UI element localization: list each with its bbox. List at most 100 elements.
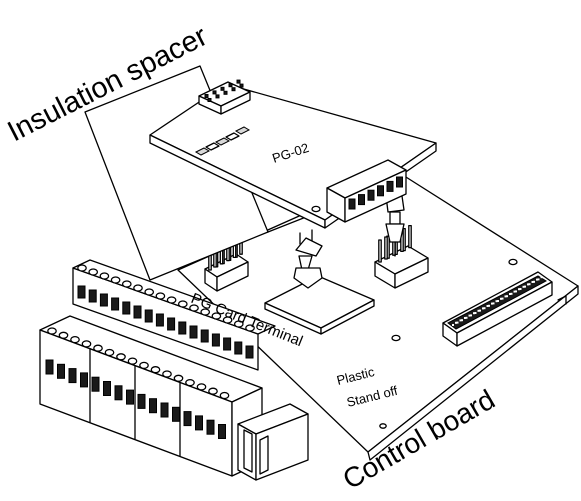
terminal-blocks [39,259,276,477]
smd-component [234,126,251,135]
pg-header-pin [204,94,209,98]
terminal-slot [211,333,220,347]
terminal-slot [195,415,203,431]
connector-pin [522,285,525,288]
socket-pin [408,224,412,249]
terminal-slot [172,406,180,422]
terminal-slot [234,341,243,355]
terminal-slot [80,372,88,388]
connector-pin [518,288,520,291]
rj-connector [237,403,309,481]
terminal-slot [114,385,123,401]
pg-header-pin [223,90,228,95]
connector-pin [533,280,535,283]
connector-pin [500,297,502,300]
terminal-screw [177,300,188,308]
terminal-screw [47,327,57,335]
terminal-slot [88,289,97,303]
terminal-screw [222,316,233,324]
pg-connector-slot [386,180,394,192]
terminal-screw [150,366,161,374]
terminal-screw [162,370,172,378]
pg-connector-slot [367,189,375,201]
connector-pin [510,292,513,295]
connector-pin [455,321,457,324]
terminal-screw [144,288,155,296]
terminal-slot [99,293,108,307]
pg-connector-slot [358,194,365,206]
connector-pin [470,314,472,317]
terminal-slot [137,393,146,409]
pg-connector-slot [396,176,403,188]
terminal-slot [189,325,198,339]
connector-pin [468,314,471,317]
pg-header-pin [239,83,244,88]
connector-pin [473,312,475,315]
connector-pin [464,317,466,319]
terminal-screw [185,378,195,387]
connector-pin [483,307,486,310]
terminal-slot [68,368,77,384]
terminal-screw [233,320,244,328]
terminal-screw [133,284,143,292]
terminal-slot [133,305,142,319]
terminal-screw [219,391,230,400]
terminal-screw [104,348,115,357]
pg-header-pin [215,94,220,99]
smd-component [214,137,231,146]
terminal-slot [223,337,232,351]
connector-pin [531,281,534,283]
terminal-screw [116,353,126,361]
connector-pin [504,295,507,298]
terminal-slot [103,381,111,396]
plastic-standoff-right [385,195,405,257]
connector-pin [488,304,490,307]
terminal-screw [166,296,177,304]
terminal-slot [218,424,226,439]
terminal-slot [91,376,100,392]
pg-header-pin [231,87,236,92]
connector-pin [519,288,522,290]
connector-pin [497,300,499,302]
terminal-screw [121,280,132,288]
connector-pin [486,305,489,307]
terminal-screw [208,387,218,395]
pg-header-pin [220,86,225,91]
smd-component [225,132,240,141]
connector-pin [461,319,463,322]
terminal-slot [122,301,131,315]
terminal-screw [245,324,255,332]
socket-pin [384,236,388,260]
terminal-slot [155,313,164,327]
terminal-slot [77,285,86,299]
connector-pin [501,297,504,300]
connector-pin [479,309,481,312]
terminal-screw [139,361,149,370]
pg-02-card [149,79,437,229]
terminal-screw [196,383,207,391]
connector-pin [452,324,454,326]
connector-pin [482,307,484,310]
connector-pin [465,316,468,319]
pg-header-pin [228,83,233,88]
terminal-screw [211,312,222,320]
terminal-slot [126,389,134,405]
terminal-slot [149,398,157,414]
terminal-screw [58,331,69,339]
pg-header-pin [212,90,217,95]
terminal-slot [206,419,215,435]
pg-header-pin [207,98,212,102]
connector-pin [536,278,538,281]
terminal-screw [93,344,103,352]
terminal-screw [127,357,138,365]
terminal-slot [183,411,192,427]
connector-pin [515,290,517,293]
plastic-standoff-left [293,229,323,289]
terminal-slot [160,402,169,418]
connector-pin [513,290,516,293]
terminal-screw [99,272,110,280]
terminal-screw [81,340,92,348]
terminal-slot [167,317,176,331]
